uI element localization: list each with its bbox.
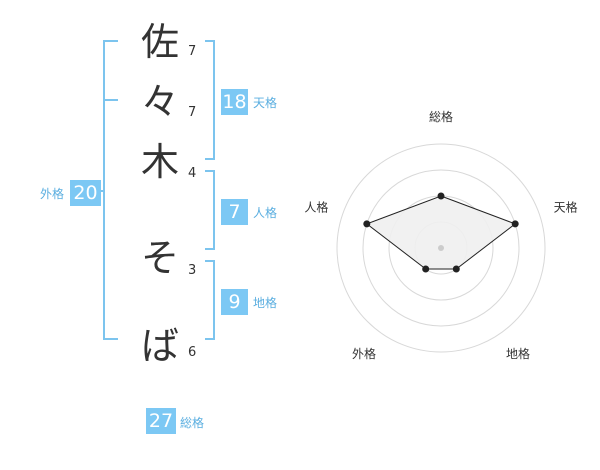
soukaku-badge: 27 — [146, 408, 176, 434]
name-char-1: 佐 — [140, 20, 179, 64]
chikaku-bracket-top — [205, 260, 215, 262]
jinkaku-badge: 7 — [221, 199, 248, 225]
gaikaku-badge: 20 — [70, 180, 101, 206]
stroke-count-3: 4 — [188, 166, 197, 181]
stroke-count-4: 3 — [188, 263, 197, 278]
stroke-count-1: 7 — [188, 44, 197, 59]
jinkaku-bracket — [213, 170, 215, 250]
tenkaku-bracket-top — [205, 40, 215, 42]
soukaku-label: 総格 — [180, 416, 205, 430]
name-char-5: ば — [140, 324, 179, 368]
radar-axis-label: 地格 — [506, 346, 530, 361]
jinkaku-bracket-top — [205, 170, 215, 172]
radar-point — [363, 220, 371, 228]
tenkaku-bracket-bottom — [205, 158, 215, 160]
tenkaku-badge: 18 — [221, 89, 248, 115]
radar-point — [437, 192, 445, 200]
radar-axis-label: 人格 — [304, 200, 328, 215]
gaikaku-bracket-mid — [103, 99, 118, 101]
jinkaku-label: 人格 — [253, 206, 278, 220]
chikaku-bracket — [213, 260, 215, 340]
gaikaku-bracket — [103, 40, 105, 340]
radar-value-polygon — [365, 195, 517, 270]
radar-axis-label: 総格 — [429, 109, 453, 124]
radar-ring-3 — [362, 169, 520, 327]
radar-point — [452, 265, 460, 273]
name-char-3: 木 — [140, 140, 179, 184]
radar-ring-4 — [336, 143, 546, 353]
chikaku-label: 地格 — [253, 296, 278, 310]
radar-axis-label: 天格 — [554, 200, 578, 215]
gaikaku-bracket-bottom — [103, 338, 118, 340]
chikaku-bracket-bottom — [205, 338, 215, 340]
tenkaku-bracket — [213, 40, 215, 160]
name-char-2: 々 — [140, 80, 179, 124]
radar-center-dot — [438, 245, 444, 251]
name-char-4: そ — [140, 236, 179, 280]
stroke-count-5: 6 — [188, 345, 197, 360]
gaikaku-bracket-top — [103, 40, 118, 42]
stroke-count-2: 7 — [188, 105, 197, 120]
chikaku-badge: 9 — [221, 289, 248, 315]
radar-point — [511, 220, 519, 228]
gaikaku-label: 外格 — [40, 187, 65, 201]
jinkaku-bracket-bottom — [205, 248, 215, 250]
tenkaku-label: 天格 — [253, 96, 278, 110]
radar-point — [422, 265, 430, 273]
radar-axis-label: 外格 — [352, 346, 376, 361]
